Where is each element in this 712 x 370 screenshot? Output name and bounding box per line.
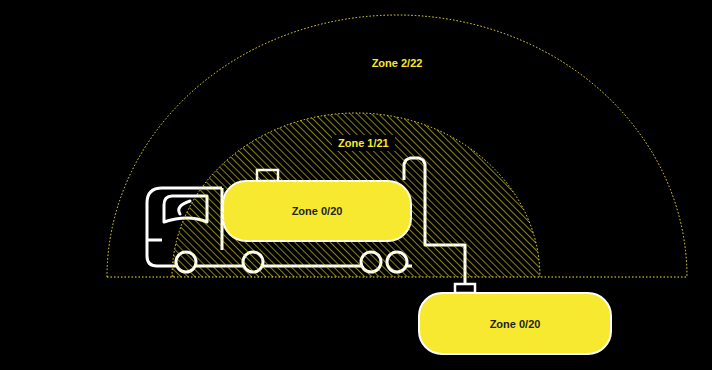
zone-label: Zone 2/22 — [366, 55, 429, 71]
zone-label: Zone 1/21 — [332, 135, 395, 151]
hazard-zone-inner: Zone 0/20 Zone 1/21 — [172, 113, 540, 277]
zone-border — [107, 15, 687, 277]
storage-tank: Zone 0/20 — [418, 292, 612, 355]
zone-label: Zone 0/20 — [490, 317, 541, 331]
zone-border — [172, 113, 540, 277]
zone-label: Zone 0/20 — [292, 204, 343, 218]
hazard-zone-outer: Zone 0/20 Zone 1/21 Zone 2/22 — [107, 15, 687, 277]
zone-outline — [107, 15, 687, 277]
cab-bumper — [147, 239, 162, 242]
zone-hatching — [172, 113, 540, 277]
